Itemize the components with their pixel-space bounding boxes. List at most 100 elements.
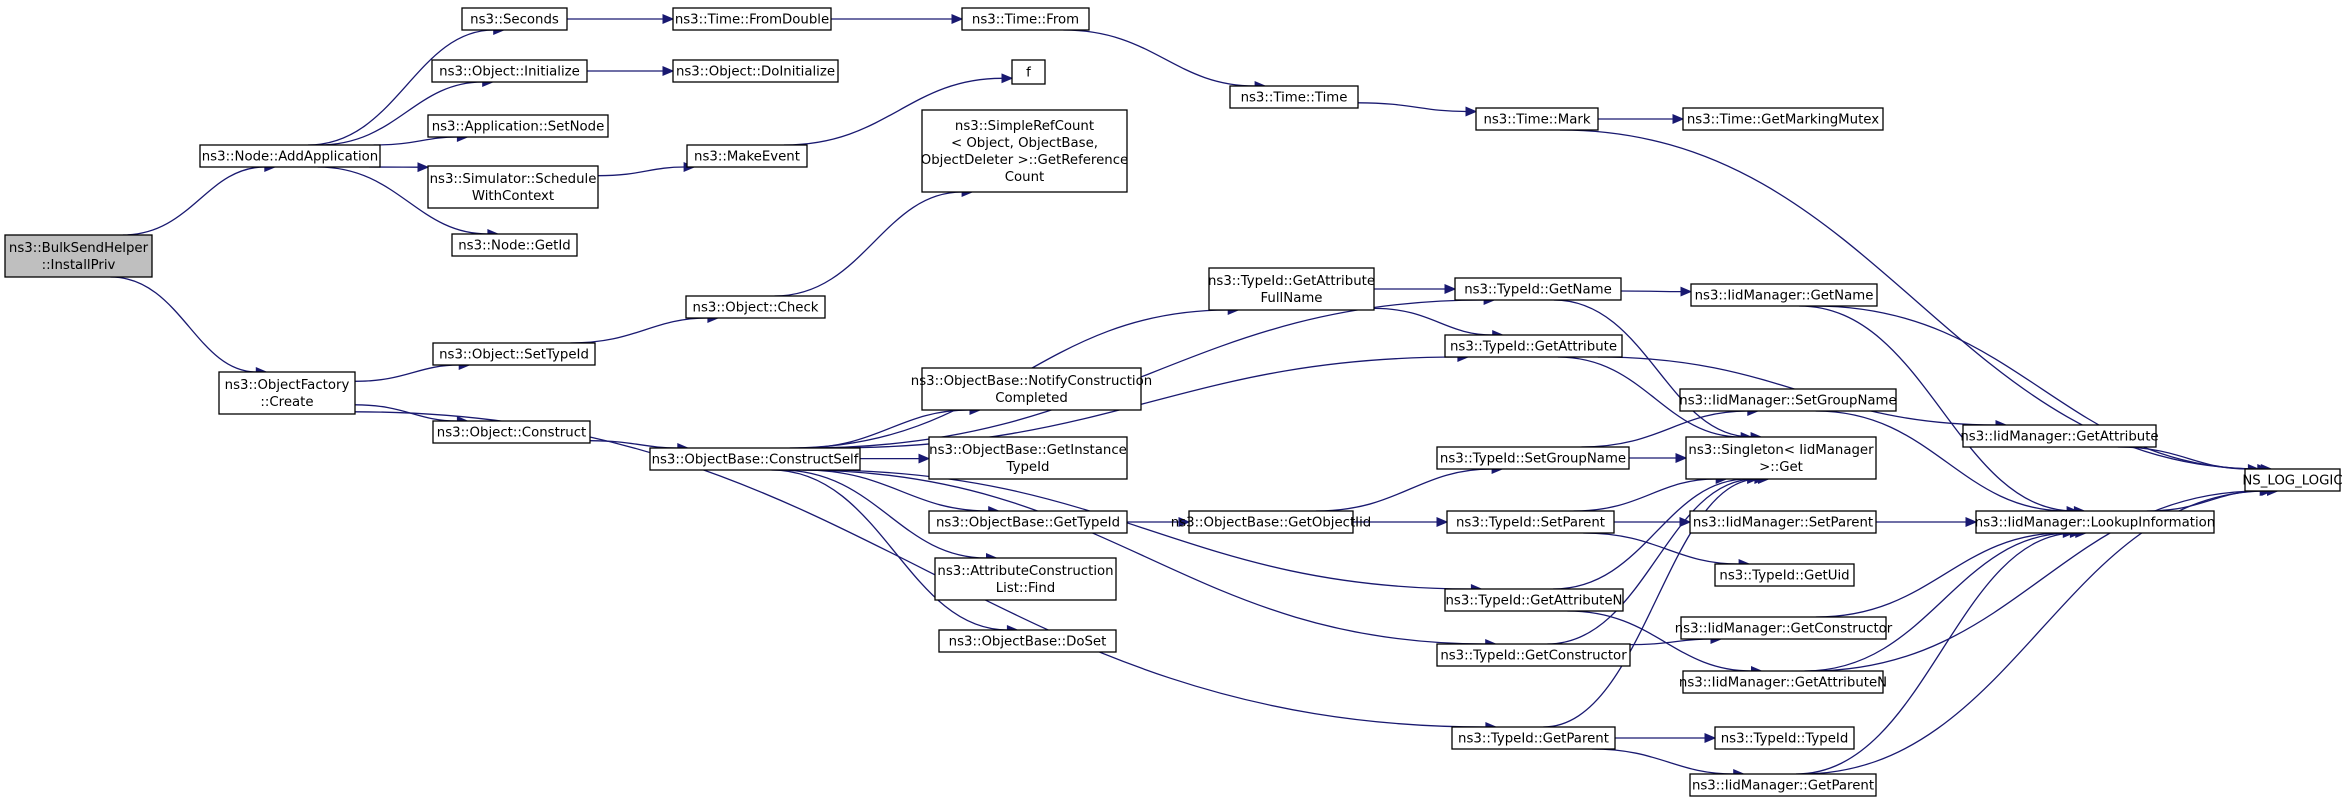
node-seconds[interactable]: ns3::Seconds: [461, 7, 568, 31]
node-box-iid_setgroup: [1679, 388, 1897, 412]
node-iid_getname[interactable]: ns3::IidManager::GetName: [1690, 283, 1878, 307]
node-box-addapp: [199, 144, 381, 168]
edge-tid_getname-to-iid_getname: [1620, 290, 1682, 293]
edge-iid_getname-to-nslog: [1814, 305, 2258, 470]
node-label-settypeid-0: ns3::Object::SetTypeId: [439, 348, 589, 363]
node-box-from: [961, 7, 1090, 31]
edge-schedule-to-makeevent: [597, 166, 685, 177]
node-timemark[interactable]: ns3::Time::Mark: [1475, 107, 1599, 131]
node-box-ob_gettypeid: [928, 510, 1128, 534]
node-box-doset: [938, 629, 1117, 653]
node-label-construct-0: ns3::Object::Construct: [437, 426, 586, 441]
node-timetime[interactable]: ns3::Time::Time: [1229, 85, 1359, 109]
node-getmarkingmutex[interactable]: ns3::Time::GetMarkingMutex: [1682, 107, 1884, 131]
edge-tid_getparent-to-iid_getparent: [1591, 748, 1734, 775]
node-box-setnode: [427, 114, 609, 138]
node-addapp[interactable]: ns3::Node::AddApplication: [199, 144, 381, 168]
edge-timemark-to-nslog: [1559, 129, 2262, 470]
node-box-getobjectiid: [1188, 510, 1354, 534]
node-doinitialize[interactable]: ns3::Object::DoInitialize: [672, 59, 839, 83]
node-iid_getparent[interactable]: ns3::IidManager::GetParent: [1689, 773, 1877, 797]
node-box-bulk: [4, 234, 153, 278]
node-bulk[interactable]: ns3::BulkSendHelper::InstallPriv: [4, 234, 153, 278]
node-notify[interactable]: ns3::ObjectBase::NotifyConstructionCompl…: [911, 367, 1152, 411]
node-f[interactable]: f: [1011, 59, 1046, 85]
node-tid_getattrn[interactable]: ns3::TypeId::GetAttributeN: [1444, 588, 1624, 612]
node-box-tid_setparent: [1446, 510, 1615, 534]
node-box-initialize: [431, 59, 588, 83]
node-tid_getctor[interactable]: ns3::TypeId::GetConstructor: [1436, 643, 1631, 667]
node-initialize[interactable]: ns3::Object::Initialize: [431, 59, 588, 83]
node-label-iid_lookup-0: ns3::IidManager::LookupInformation: [1975, 516, 2215, 531]
node-box-settypeid: [432, 342, 596, 366]
node-tid_getuid[interactable]: ns3::TypeId::GetUid: [1714, 563, 1855, 587]
node-tid_setparent[interactable]: ns3::TypeId::SetParent: [1446, 510, 1615, 534]
node-iid_getctor[interactable]: ns3::IidManager::GetConstructor: [1675, 616, 1893, 640]
arrowhead-tid_getattrfull-to-tid_getname: [1444, 284, 1457, 294]
node-label-getinstance-1: TypeId: [1006, 460, 1050, 475]
arrowhead-tid_getparent-to-tid_typeid: [1704, 733, 1717, 743]
edge-addapp-to-initialize: [318, 81, 483, 146]
node-iid_getattr[interactable]: ns3::IidManager::GetAttribute: [1960, 424, 2159, 448]
node-getid[interactable]: ns3::Node::GetId: [451, 233, 578, 257]
arrowhead-tid_getname-to-iid_getname: [1680, 286, 1693, 297]
node-label-getrefcount-0: ns3::SimpleRefCount: [955, 119, 1094, 134]
edge-addapp-to-seconds: [307, 29, 494, 146]
node-box-tid_typeid: [1714, 726, 1855, 750]
node-box-f: [1011, 59, 1046, 85]
node-label-constructself-0: ns3::ObjectBase::ConstructSelf: [652, 453, 859, 468]
node-label-schedule-1: WithContext: [472, 189, 554, 204]
node-settypeid[interactable]: ns3::Object::SetTypeId: [432, 342, 596, 366]
node-fromdouble[interactable]: ns3::Time::FromDouble: [672, 7, 832, 31]
node-construct[interactable]: ns3::Object::Construct: [432, 420, 591, 444]
node-tid_typeid[interactable]: ns3::TypeId::TypeId: [1714, 726, 1855, 750]
node-box-constructself: [649, 447, 861, 471]
node-box-getid: [451, 233, 578, 257]
node-ofcreate[interactable]: ns3::ObjectFactory::Create: [218, 371, 356, 415]
node-box-fromdouble: [672, 7, 832, 31]
edge-iid_getctor-to-iid_lookup: [1815, 532, 2064, 618]
edge-iid_getattr-to-nslog: [2117, 446, 2249, 470]
node-doset[interactable]: ns3::ObjectBase::DoSet: [938, 629, 1117, 653]
node-label-fromdouble-0: ns3::Time::FromDouble: [675, 13, 829, 28]
node-label-iid_getattr-0: ns3::IidManager::GetAttribute: [1960, 430, 2158, 445]
node-box-singleton: [1685, 436, 1877, 480]
node-getobjectiid[interactable]: ns3::ObjectBase::GetObjectIid: [1171, 510, 1371, 534]
edge-tid_getname-to-singleton: [1553, 299, 1752, 438]
node-label-singleton-0: ns3::Singleton< IidManager: [1688, 443, 1874, 458]
node-from[interactable]: ns3::Time::From: [961, 7, 1090, 31]
node-label-bulk-0: ns3::BulkSendHelper: [9, 241, 149, 256]
node-label-notify-0: ns3::ObjectBase::NotifyConstruction: [911, 374, 1152, 389]
node-setnode[interactable]: ns3::Application::SetNode: [427, 114, 609, 138]
arrowhead-makeevent-to-f: [1001, 73, 1014, 84]
node-iid_lookup[interactable]: ns3::IidManager::LookupInformation: [1975, 510, 2215, 534]
node-objcheck[interactable]: ns3::Object::Check: [685, 295, 826, 319]
node-tid_getname[interactable]: ns3::TypeId::GetName: [1454, 277, 1622, 301]
node-constructself[interactable]: ns3::ObjectBase::ConstructSelf: [649, 447, 861, 471]
node-makeevent[interactable]: ns3::MakeEvent: [686, 144, 808, 168]
node-label-singleton-1: >::Get: [1759, 460, 1803, 475]
node-box-doinitialize: [672, 59, 839, 83]
node-label-tid_setparent-0: ns3::TypeId::SetParent: [1456, 516, 1605, 531]
node-tid_setgroup[interactable]: ns3::TypeId::SetGroupName: [1436, 446, 1630, 470]
node-ob_gettypeid[interactable]: ns3::ObjectBase::GetTypeId: [928, 510, 1128, 534]
node-tid_getattr[interactable]: ns3::TypeId::GetAttribute: [1444, 334, 1623, 358]
node-label-getinstance-0: ns3::ObjectBase::GetInstance: [929, 443, 1127, 458]
node-iid_setgroup[interactable]: ns3::IidManager::SetGroupName: [1679, 388, 1897, 412]
edge-makeevent-to-f: [783, 77, 1003, 146]
node-box-seconds: [461, 7, 568, 31]
arrowhead-constructself-to-getinstance: [918, 453, 931, 464]
node-label-from-0: ns3::Time::From: [972, 13, 1079, 28]
node-iid_setparent[interactable]: ns3::IidManager::SetParent: [1689, 510, 1877, 534]
node-iid_getattrn[interactable]: ns3::IidManager::GetAttributeN: [1679, 670, 1887, 694]
arrowhead-getobjectiid-to-tid_setparent: [1436, 517, 1449, 527]
node-nslog[interactable]: NS_LOG_LOGIC: [2242, 468, 2343, 492]
node-box-tid_getname: [1454, 277, 1622, 301]
node-getrefcount[interactable]: ns3::SimpleRefCount< Object, ObjectBase,…: [921, 109, 1128, 193]
node-tid_getparent[interactable]: ns3::TypeId::GetParent: [1451, 726, 1616, 750]
node-singleton[interactable]: ns3::Singleton< IidManager >::Get: [1685, 436, 1877, 480]
